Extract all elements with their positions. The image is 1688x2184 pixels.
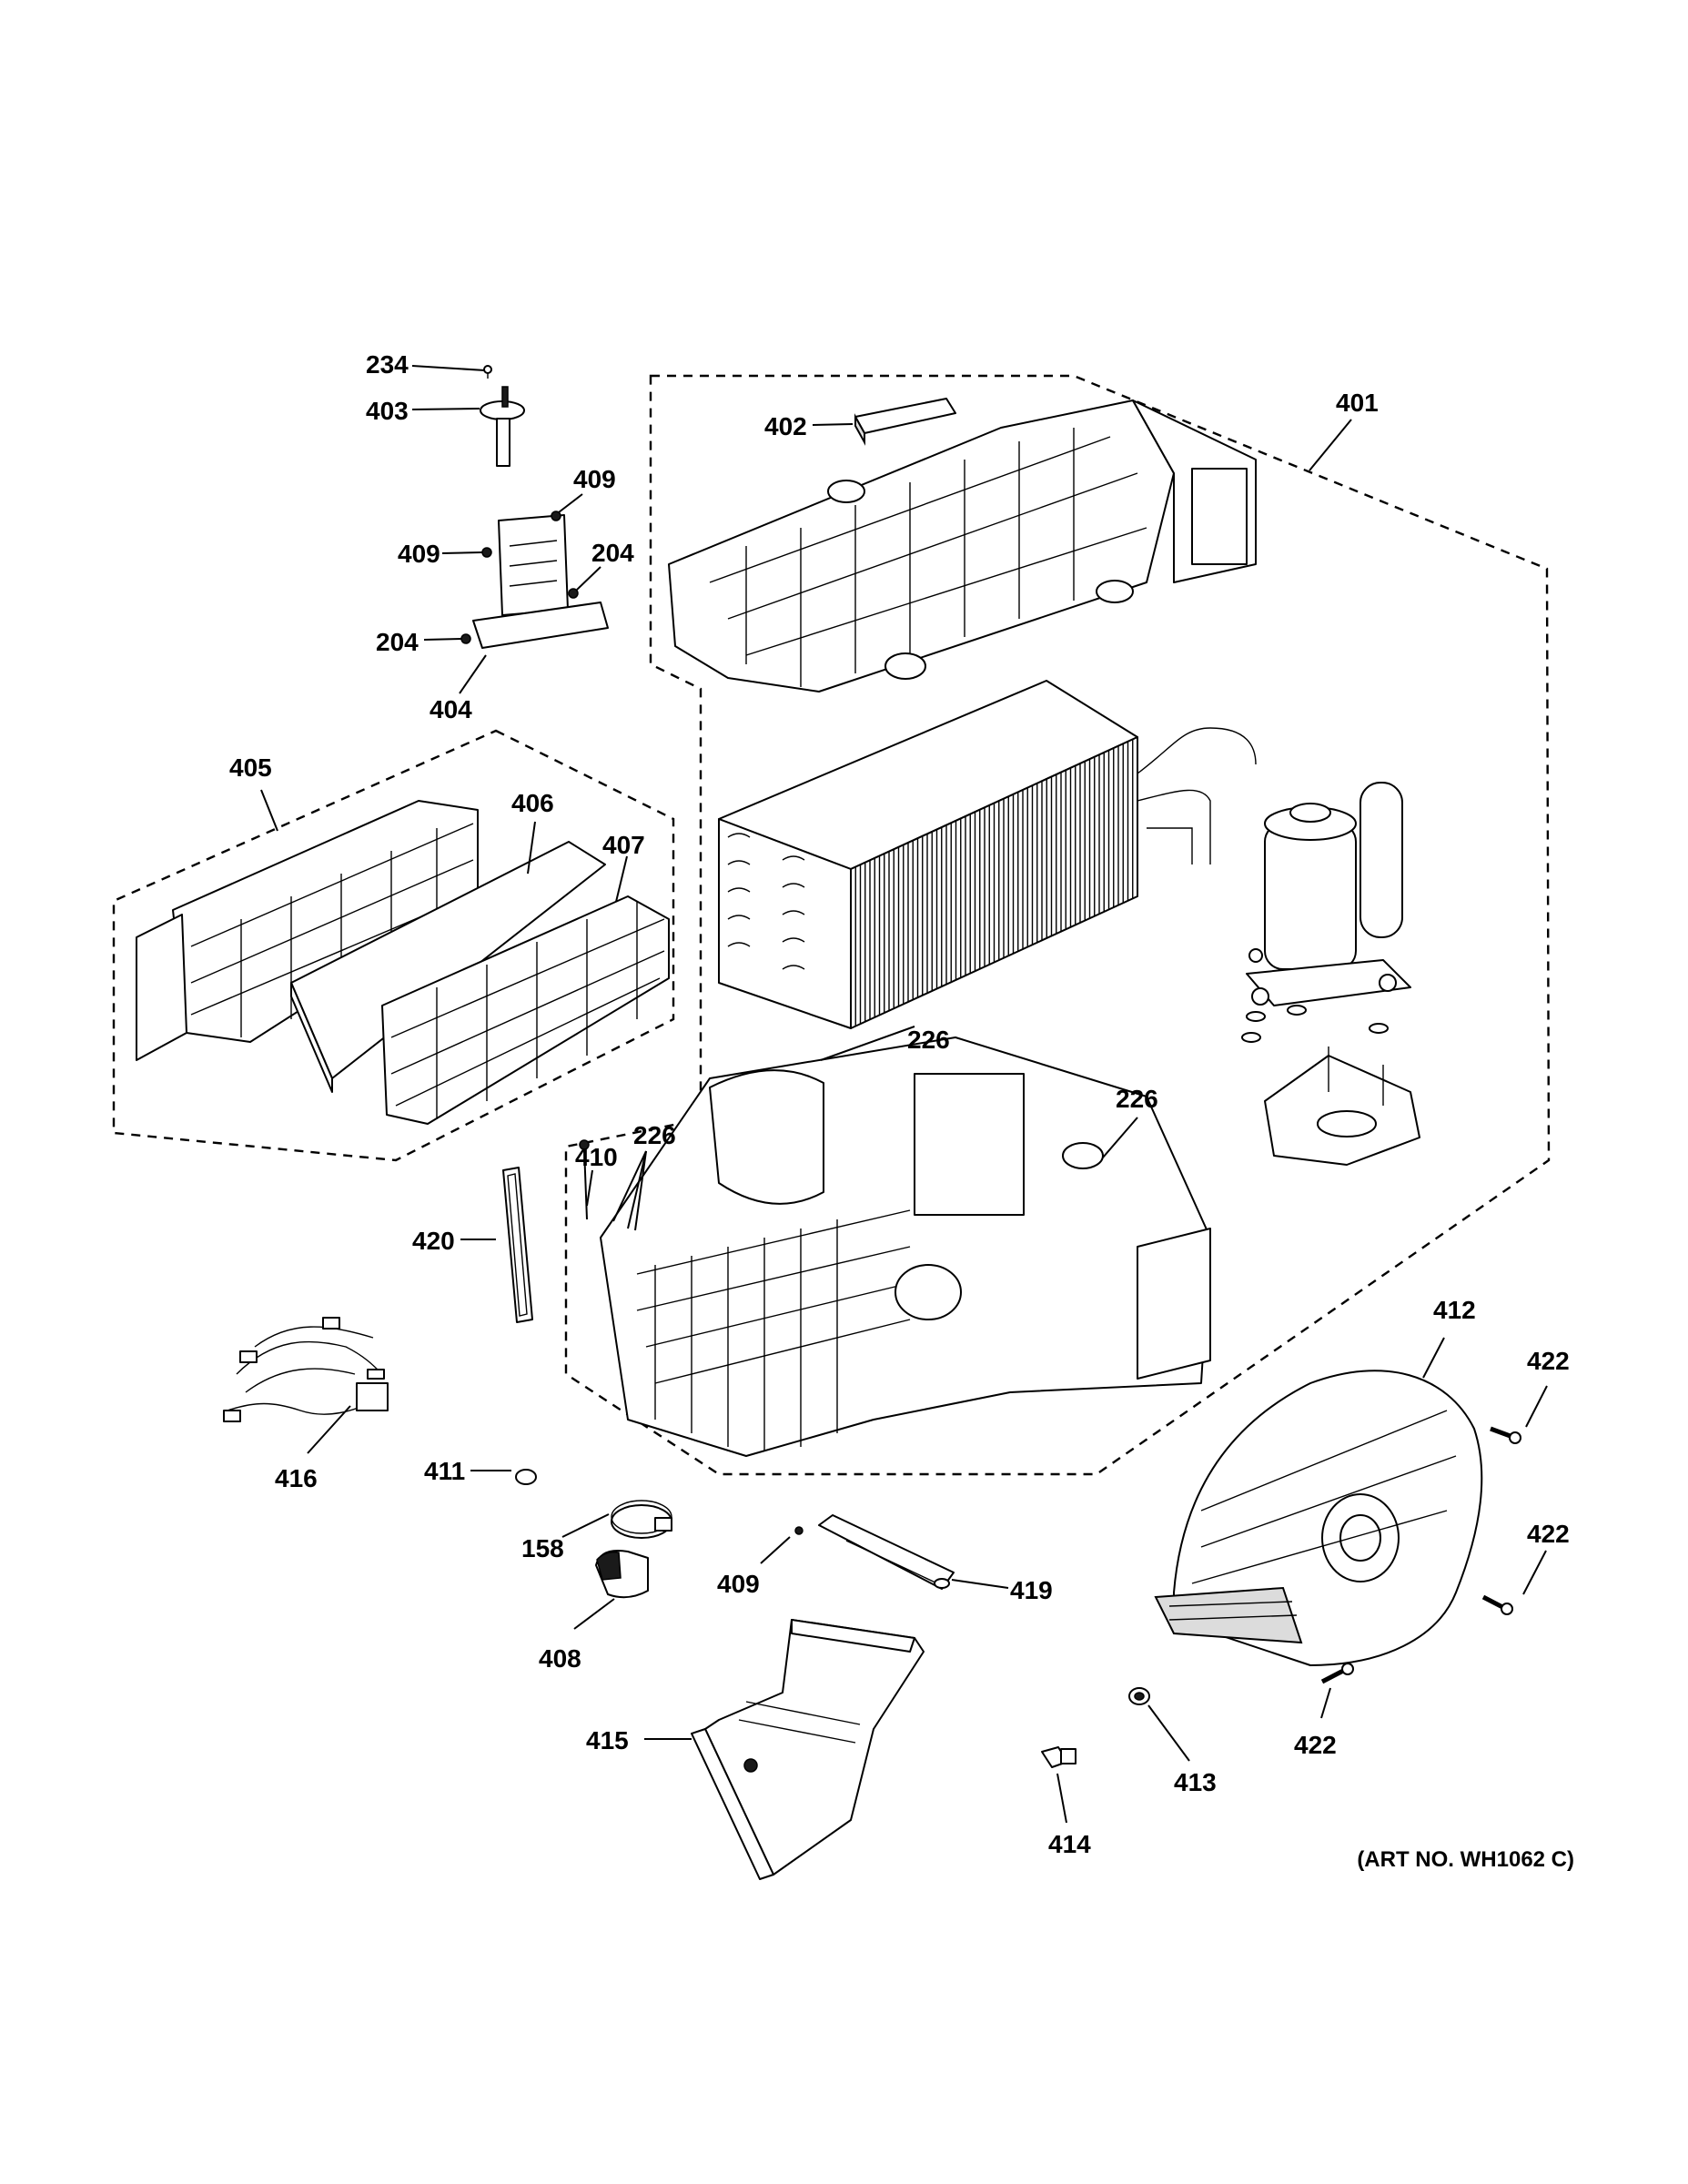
part-422-screw-b — [1481, 1594, 1513, 1615]
coil-fins — [850, 737, 1138, 1028]
callout-413: 413 — [1174, 1768, 1217, 1796]
part-413-grommet — [1128, 1687, 1150, 1705]
callout-226: 226 — [1116, 1085, 1158, 1113]
evaporator-coil — [718, 680, 1257, 1029]
part-422-screw-c — [1320, 1663, 1354, 1684]
part-234-screw — [483, 365, 492, 379]
callout-408: 408 — [539, 1644, 581, 1673]
part-416-wire-harness — [223, 1317, 389, 1422]
part-414-clip — [1041, 1746, 1076, 1768]
callout-407: 407 — [602, 831, 645, 859]
part-204-screw-a — [568, 588, 579, 599]
callout-204: 204 — [591, 539, 634, 567]
callout-406: 406 — [511, 789, 554, 817]
callout-226: 226 — [907, 1026, 950, 1054]
part-406-filter-sheet — [290, 841, 606, 1093]
compressor-base-plate — [1264, 1046, 1420, 1166]
callout-410: 410 — [575, 1143, 618, 1171]
callout-401: 401 — [1336, 389, 1379, 417]
part-410-screw — [579, 1139, 590, 1220]
base-pan — [600, 1036, 1211, 1457]
part-408-fitting — [595, 1550, 649, 1599]
part-402-foam — [854, 398, 956, 446]
part-412-blower-housing — [1154, 1370, 1483, 1666]
callout-204: 204 — [376, 628, 419, 656]
part-409-screw-c — [794, 1526, 804, 1535]
callout-412: 412 — [1433, 1296, 1476, 1324]
callout-420: 420 — [412, 1227, 455, 1255]
part-407-filter-grill — [381, 895, 670, 1125]
compressor-grommets — [1241, 1005, 1389, 1043]
coil-tube-bends — [727, 833, 805, 970]
callout-411: 411 — [424, 1457, 465, 1485]
callout-158: 158 — [521, 1534, 564, 1562]
part-409-screw-b — [481, 547, 492, 558]
callout-234: 234 — [366, 350, 409, 379]
part-405-filter-frame — [136, 800, 479, 1061]
callout-226: 226 — [633, 1121, 676, 1149]
leader-lines — [260, 365, 1548, 1824]
compressor — [1246, 782, 1411, 1006]
part-158-hose-clamp — [611, 1500, 672, 1539]
callout-405: 405 — [229, 753, 272, 782]
callout-422: 422 — [1527, 1347, 1570, 1375]
part-415-duct — [691, 1619, 925, 1880]
callout-404: 404 — [430, 695, 472, 723]
callout-419: 419 — [1010, 1576, 1053, 1604]
part-411-clamp — [515, 1469, 537, 1485]
callout-414: 414 — [1048, 1830, 1091, 1858]
art-number: (ART NO. WH1062 C) — [1357, 1847, 1574, 1872]
callout-422: 422 — [1527, 1520, 1570, 1548]
callout-409: 409 — [573, 465, 616, 493]
callout-403: 403 — [366, 397, 409, 425]
callout-409: 409 — [717, 1570, 760, 1598]
part-409-screw-a — [551, 511, 561, 521]
callout-409: 409 — [398, 540, 440, 568]
upper-duct-housing — [668, 399, 1257, 693]
part-404-bracket — [472, 514, 609, 649]
callout-402: 402 — [764, 412, 807, 440]
part-403-sensor — [480, 386, 525, 467]
callout-416: 416 — [275, 1464, 318, 1492]
part-204-screw-b — [460, 633, 471, 644]
part-420-gasket — [502, 1167, 533, 1323]
callout-422: 422 — [1294, 1731, 1337, 1759]
callout-415: 415 — [586, 1726, 629, 1754]
part-422-screw-a — [1490, 1426, 1521, 1444]
part-419-adapter — [818, 1514, 955, 1590]
callout-labels: 234 403 409 409 204 204 404 402 401 405 … — [229, 350, 1570, 1858]
assembly-405-boundary — [112, 729, 675, 1162]
